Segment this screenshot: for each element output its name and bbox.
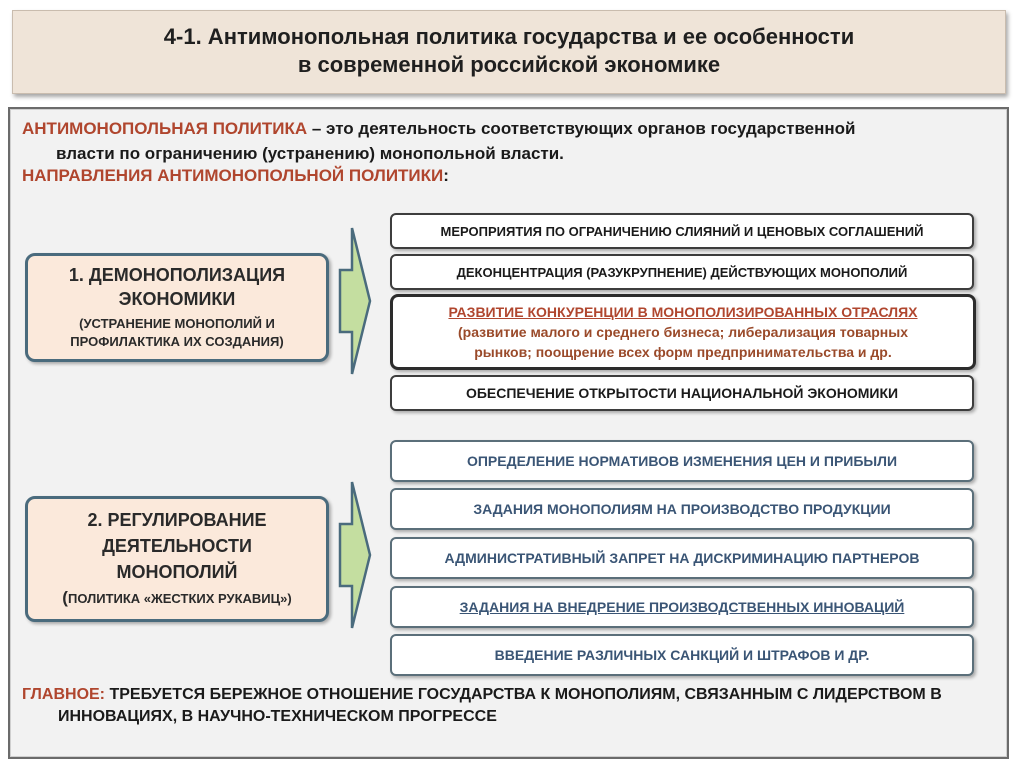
regulation-text: АДМИНИСТРАТИВНЫЙ ЗАПРЕТ НА ДИСКРИМИНАЦИЮ… — [444, 550, 920, 566]
direction-1-title-2: ЭКОНОМИКИ — [118, 289, 236, 309]
conclusion-label: ГЛАВНОЕ: — [22, 686, 106, 703]
measure-item: ДЕКОНЦЕНТРАЦИЯ (РАЗУКРУПНЕНИЕ) ДЕЙСТВУЮЩ… — [390, 254, 974, 290]
regulation-text: ЗАДАНИЯ НА ВНЕДРЕНИЕ ПРОИЗВОДСТВЕННЫХ ИН… — [459, 599, 905, 615]
directions-heading: НАПРАВЛЕНИЯ АНТИМОНОПОЛЬНОЙ ПОЛИТИКИ: — [22, 166, 449, 186]
conclusion-text-2: ИННОВАЦИЯХ, В НАУЧНО-ТЕХНИЧЕСКОМ ПРОГРЕС… — [58, 708, 497, 725]
definition-text-2: власти по ограничению (устранению) моноп… — [56, 144, 564, 163]
arrow-right-icon — [338, 481, 372, 629]
conclusion: ГЛАВНОЕ: ТРЕБУЕТСЯ БЕРЕЖНОЕ ОТНОШЕНИЕ ГО… — [22, 684, 1002, 728]
direction-1-box: 1. ДЕМОНОПОЛИЗАЦИЯ ЭКОНОМИКИ (УСТРАНЕНИЕ… — [25, 253, 329, 362]
measure-highlight-title: РАЗВИТИЕ КОНКУРЕНЦИИ В МОНОПОЛИЗИРОВАННЫ… — [448, 304, 918, 320]
definition: АНТИМОНОПОЛЬНАЯ ПОЛИТИКА – это деятельно… — [22, 116, 997, 166]
measure-text: ДЕКОНЦЕНТРАЦИЯ (РАЗУКРУПНЕНИЕ) ДЕЙСТВУЮЩ… — [456, 264, 908, 280]
regulation-text: ЗАДАНИЯ МОНОПОЛИЯМ НА ПРОИЗВОДСТВО ПРОДУ… — [473, 501, 891, 517]
direction-2-title-2: ДЕЯТЕЛЬНОСТИ — [102, 536, 252, 556]
regulation-item: ЗАДАНИЯ МОНОПОЛИЯМ НА ПРОИЗВОДСТВО ПРОДУ… — [390, 488, 974, 530]
directions-title: НАПРАВЛЕНИЯ АНТИМОНОПОЛЬНОЙ ПОЛИТИКИ — [22, 166, 444, 185]
regulation-item: ЗАДАНИЯ НА ВНЕДРЕНИЕ ПРОИЗВОДСТВЕННЫХ ИН… — [390, 586, 974, 628]
direction-2-box: 2. РЕГУЛИРОВАНИЕ ДЕЯТЕЛЬНОСТИ МОНОПОЛИЙ … — [25, 496, 329, 622]
directions-colon: : — [443, 166, 449, 185]
slide-title: 4-1. Антимонопольная политика государств… — [12, 10, 1006, 94]
measure-item-highlight: РАЗВИТИЕ КОНКУРЕНЦИИ В МОНОПОЛИЗИРОВАННЫ… — [390, 294, 976, 370]
measure-item: ОБЕСПЕЧЕНИЕ ОТКРЫТОСТИ НАЦИОНАЛЬНОЙ ЭКОН… — [390, 375, 974, 411]
measure-highlight-sub-2: рынков; поощрение всех форм предпринимат… — [474, 344, 892, 360]
direction-2-title: 2. РЕГУЛИРОВАНИЕ — [87, 510, 267, 530]
regulation-text: ОПРЕДЕЛЕНИЕ НОРМАТИВОВ ИЗМЕНЕНИЯ ЦЕН И П… — [466, 453, 898, 469]
regulation-item: АДМИНИСТРАТИВНЫЙ ЗАПРЕТ НА ДИСКРИМИНАЦИЮ… — [390, 537, 974, 579]
measure-item: МЕРОПРИЯТИЯ ПО ОГРАНИЧЕНИЮ СЛИЯНИЙ И ЦЕН… — [390, 213, 974, 249]
direction-2-paren: ( — [62, 588, 68, 607]
direction-2-title-3: МОНОПОЛИЙ — [116, 562, 238, 582]
direction-1-sub-2: ПРОФИЛАКТИКА ИХ СОЗДАНИЯ) — [70, 334, 284, 349]
direction-1-title: 1. ДЕМОНОПОЛИЗАЦИЯ — [68, 265, 286, 285]
measure-highlight-sub-1: (развитие малого и среднего бизнеса; либ… — [458, 324, 908, 340]
regulation-item: ОПРЕДЕЛЕНИЕ НОРМАТИВОВ ИЗМЕНЕНИЯ ЦЕН И П… — [390, 440, 974, 482]
measure-text: МЕРОПРИЯТИЯ ПО ОГРАНИЧЕНИЮ СЛИЯНИЙ И ЦЕН… — [440, 223, 924, 239]
regulation-item: ВВЕДЕНИЕ РАЗЛИЧНЫХ САНКЦИЙ И ШТРАФОВ И Д… — [390, 634, 974, 676]
definition-text-1: – это деятельность соответствующих орган… — [307, 119, 856, 138]
definition-term: АНТИМОНОПОЛЬНАЯ ПОЛИТИКА — [22, 119, 308, 138]
title-line-1: 4-1. Антимонопольная политика государств… — [163, 24, 855, 49]
regulation-text: ВВЕДЕНИЕ РАЗЛИЧНЫХ САНКЦИЙ И ШТРАФОВ И Д… — [494, 647, 870, 663]
arrow-right-icon — [338, 227, 372, 375]
direction-2-sub: ПОЛИТИКА «ЖЕСТКИХ РУКАВИЦ») — [67, 591, 292, 606]
direction-1-sub-1: (УСТРАНЕНИЕ МОНОПОЛИЙ И — [79, 316, 275, 331]
title-line-2: в современной российской экономике — [297, 52, 721, 77]
measure-text: ОБЕСПЕЧЕНИЕ ОТКРЫТОСТИ НАЦИОНАЛЬНОЙ ЭКОН… — [465, 385, 899, 401]
conclusion-text-1: ТРЕБУЕТСЯ БЕРЕЖНОЕ ОТНОШЕНИЕ ГОСУДАРСТВА… — [105, 686, 942, 703]
